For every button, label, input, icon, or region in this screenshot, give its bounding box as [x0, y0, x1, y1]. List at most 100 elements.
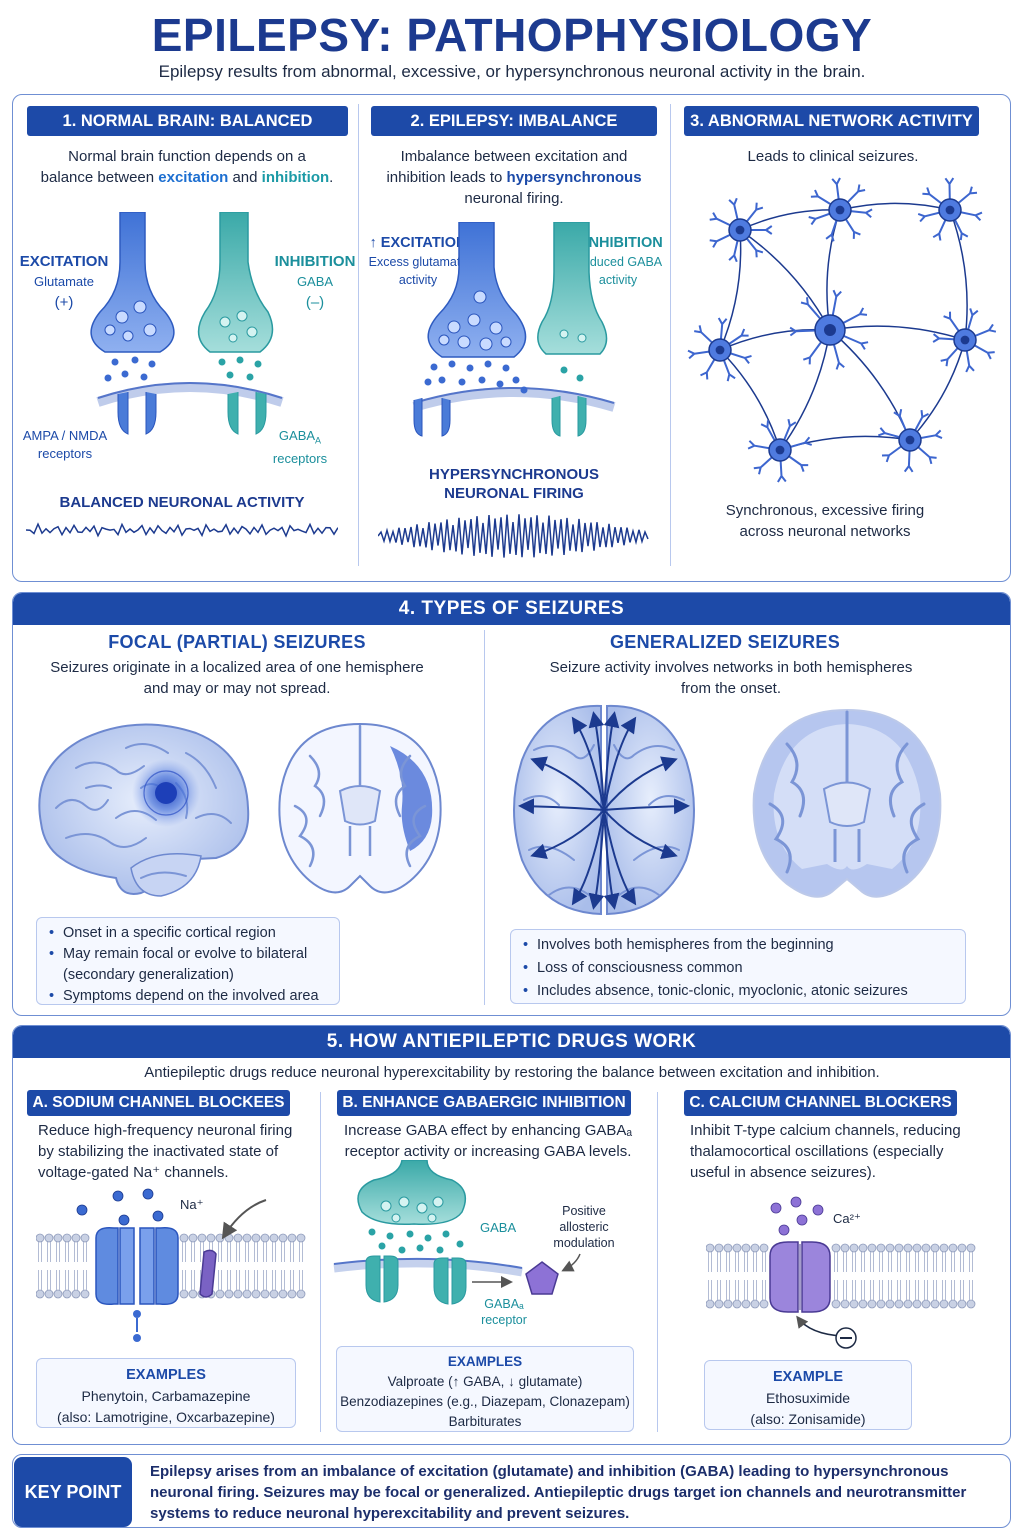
calcium-channel-illustration — [706, 1196, 976, 1349]
spread-arrow — [571, 809, 605, 906]
key-point-label: KEY POINT — [14, 1457, 132, 1527]
receptor-line: receptors — [272, 450, 328, 466]
section-1-text: Normal brain function depends on a balan… — [22, 146, 352, 188]
text-line: Inhibit T-type calcium channels, reducin… — [690, 1122, 961, 1139]
network-connection — [719, 349, 784, 453]
excitation-label: EXCITATION — [19, 253, 109, 270]
balanced-activity-label: BALANCED NEURONAL ACTIVITY — [59, 494, 305, 511]
reduced-gaba-label: activity — [598, 273, 638, 287]
network-caption: Synchronous, excessive firing across neu… — [680, 500, 970, 542]
section-1-text-line: balance between — [40, 169, 159, 186]
list-item-text: (secondary generalization) — [63, 967, 234, 983]
period: . — [329, 169, 334, 186]
drug-names: (also: Lamotrigine, Oxcarbazepine) — [57, 1409, 275, 1425]
divider — [484, 630, 485, 1005]
generalized-brain-top-illustration — [513, 704, 695, 916]
drug-names: Valproate (↑ GABA, ↓ glutamate) — [387, 1374, 583, 1389]
gaba-a-receptors-label: GABAA receptors — [258, 427, 342, 468]
divider — [358, 104, 359, 566]
sodium-channel-text: Reduce high-frequency neuronal firing by… — [38, 1120, 318, 1183]
section-5-heading: 5. HOW ANTIEPILEPTIC DRUGS WORK — [13, 1026, 1010, 1058]
increased-excitation-group: ↑ EXCITATION Excess glutamate activity — [362, 235, 474, 289]
section-3-heading: 3. ABNORMAL NETWORK ACTIVITY — [684, 106, 979, 136]
drug-names: (also: Zonisamide) — [750, 1411, 866, 1427]
gaba-label: GABA — [296, 274, 334, 289]
neuronal-network-illustration — [687, 177, 997, 483]
page-subtitle: Epilepsy results from abnormal, excessiv… — [158, 62, 866, 81]
section-1-text-line: Normal brain function depends on a — [68, 148, 306, 165]
text-line: and may or may not spread. — [143, 680, 331, 697]
drug-names: Phenytoin, Carbamazepine — [81, 1388, 251, 1404]
spread-arrow — [603, 716, 637, 811]
spread-arrow — [603, 809, 620, 910]
list-item: Onset in a specific cortical region — [49, 923, 327, 944]
aed-intro: Antiepileptic drugs reduce neuronal hype… — [144, 1064, 880, 1081]
drug-names: Benzodiazepines (e.g., Diazepam, Clonaze… — [340, 1394, 630, 1409]
neuron-icon — [789, 289, 869, 370]
inhibition-word: inhibition — [261, 169, 330, 186]
gaba-label: GABA — [480, 1220, 517, 1235]
caption-line: across neuronal networks — [739, 523, 911, 540]
spread-arrow — [603, 798, 690, 815]
receptor-line: GABA — [278, 428, 316, 443]
ampa-nmda-receptors-label: AMPA / NMDA receptors — [14, 427, 116, 463]
focal-brain-coronal-illustration — [278, 722, 442, 894]
network-connection — [907, 339, 966, 443]
positive-allosteric-modulation-label: Positive allosteric modulation — [546, 1203, 622, 1251]
drug-names: Ethosuximide — [765, 1390, 851, 1406]
section-2-text: Imbalance between excitation and inhibit… — [366, 146, 662, 209]
excitation-word: excitation — [158, 169, 229, 186]
plus-sign: (+) — [54, 294, 74, 311]
generalized-brain-coronal-illustration — [752, 708, 942, 898]
gabaergic-examples: EXAMPLES Valproate (↑ GABA, ↓ glutamate)… — [336, 1346, 634, 1432]
examples-heading: EXAMPLES — [126, 1367, 206, 1383]
text-line: from the onset. — [680, 680, 782, 697]
spread-arrow — [588, 809, 605, 910]
inhibition-label: INHIBITION — [274, 253, 356, 270]
reduced-gaba-label: Reduced GABA — [573, 255, 663, 269]
neuron-icon — [747, 418, 813, 483]
label-line: allosteric — [559, 1220, 609, 1234]
neuron-icon — [709, 197, 773, 263]
excess-glutamate-label: Excess glutamate — [368, 255, 468, 269]
focal-seizures-title: FOCAL (PARTIAL) SEIZURES — [108, 632, 366, 652]
section-1-heading: 1. NORMAL BRAIN: BALANCED ACTIVITY — [27, 106, 348, 160]
focal-features-list: Onset in a specific cortical region May … — [36, 917, 340, 1007]
text-line: Epilepsy arises from an imbalance of exc… — [150, 1463, 949, 1480]
calcium-channel-text: Inhibit T-type calcium channels, reducin… — [690, 1120, 1000, 1183]
balanced-synapse-illustration — [90, 212, 284, 435]
text-line: Seizure activity involves networks in bo… — [549, 659, 913, 676]
excess-glutamate-label: activity — [398, 273, 438, 287]
minus-sign: (–) — [305, 294, 325, 311]
text-line: Seizures originate in a localized area o… — [50, 659, 424, 676]
sodium-channel-examples: EXAMPLES Phenytoin, Carbamazepine (also:… — [36, 1358, 296, 1428]
generalized-seizures-title: GENERALIZED SEIZURES — [609, 632, 841, 652]
spread-arrow — [603, 809, 637, 906]
neuron-icon — [932, 308, 997, 373]
text-line: Increase GABA effect by enhancing GABAₐ — [344, 1122, 632, 1139]
balanced-eeg-trace — [26, 522, 338, 538]
divider — [670, 104, 671, 566]
section-2-text-line: inhibition leads to — [386, 169, 507, 186]
divider — [320, 1092, 321, 1432]
text-line: receptor activity or increasing GABA lev… — [344, 1143, 632, 1160]
gabaergic-heading: B. ENHANCE GABAERGIC INHIBITION — [337, 1090, 631, 1116]
neuron-icon — [877, 409, 943, 473]
and-word: and — [228, 169, 262, 186]
calcium-channel-heading: C. CALCIUM CHANNEL BLOCKERS — [684, 1090, 957, 1116]
network-connection — [779, 432, 913, 451]
caption-line: Synchronous, excessive firing — [725, 502, 925, 519]
neuron-icon — [917, 177, 983, 241]
increased-excitation-label: ↑ EXCITATION — [369, 235, 467, 251]
hypersynchronous-eeg-trace — [378, 514, 649, 558]
calcium-channel-examples: EXAMPLE Ethosuximide (also: Zonisamide) — [704, 1360, 912, 1430]
sodium-ion-label: Na⁺ — [180, 1197, 204, 1212]
sodium-channel-heading: A. SODIUM CHANNEL BLOCKEES — [27, 1090, 290, 1116]
receptor-line: receptors — [37, 446, 93, 461]
spread-arrow — [518, 798, 605, 815]
spread-arrow — [530, 809, 605, 859]
text-line: by stabilizing the inactivated state of — [38, 1143, 279, 1160]
network-connection — [839, 202, 953, 214]
label-line: receptor — [481, 1313, 527, 1327]
divider — [657, 1092, 658, 1432]
